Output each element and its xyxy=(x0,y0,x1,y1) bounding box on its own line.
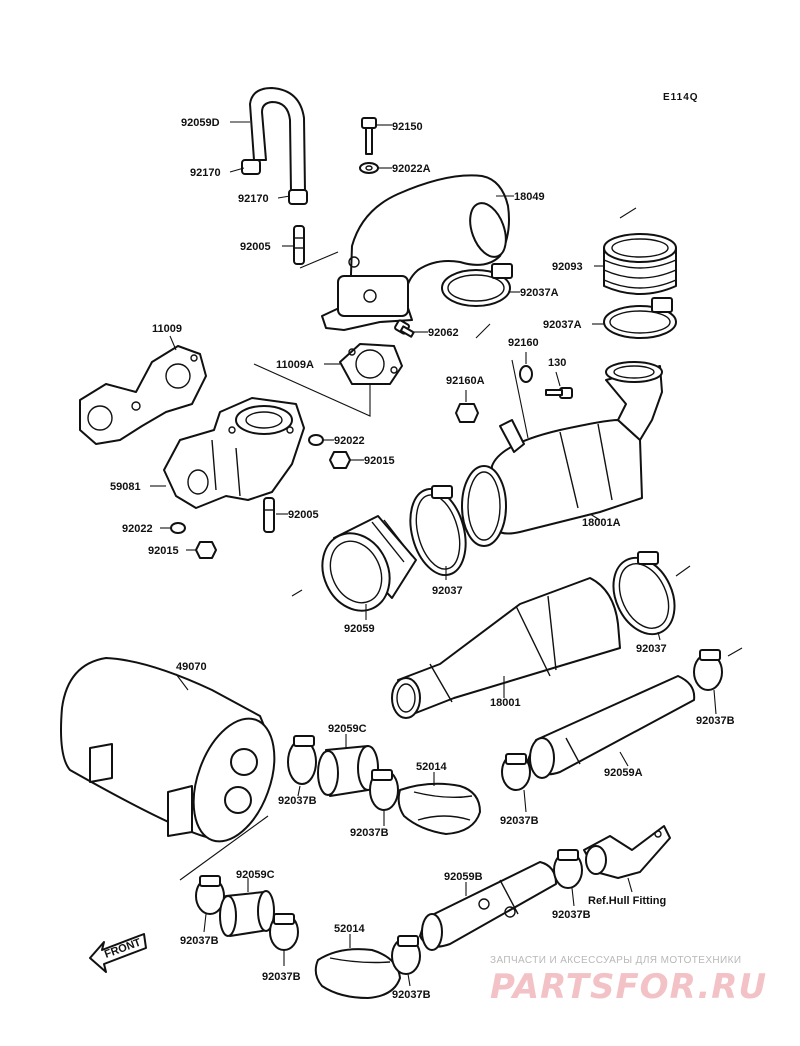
hose-92059 xyxy=(321,515,417,612)
nipple-92005-lower xyxy=(263,497,275,533)
label-49070: 49070 xyxy=(176,661,207,673)
cone-pipe-18001 xyxy=(391,577,621,719)
clamp-92037B-b xyxy=(369,769,399,811)
label-92062: 92062 xyxy=(428,327,459,339)
exhaust-manifold-59081 xyxy=(163,397,305,509)
label-92022A: 92022A xyxy=(392,163,431,175)
hose-92059C-a xyxy=(317,745,379,797)
washer-92022A xyxy=(359,162,379,174)
label-92015-b: 92015 xyxy=(148,545,179,557)
label-11009: 11009 xyxy=(152,323,182,335)
clamp-92037B-g xyxy=(391,935,421,975)
hose-92059C-b xyxy=(219,890,275,937)
label-92037B-g: 92037B xyxy=(262,971,301,983)
label-92160: 92160 xyxy=(508,337,539,349)
bolt-130 xyxy=(545,387,573,399)
hose-92059B xyxy=(419,861,557,951)
label-92037B-f: 92037B xyxy=(180,935,219,947)
clamp-92037B-a xyxy=(287,735,317,785)
label-92059D: 92059D xyxy=(181,117,220,129)
label-92150: 92150 xyxy=(392,121,423,133)
front-arrow: FRONT xyxy=(89,933,147,973)
diagram-code: E114Q xyxy=(663,92,699,103)
hose-92059A xyxy=(527,675,696,779)
bolt-92150 xyxy=(361,117,377,155)
watermark-logo: PARTSFOR.RU xyxy=(490,967,768,1007)
washer-92022-a xyxy=(308,434,324,446)
label-92037A-b: 92037A xyxy=(543,319,582,331)
clamp-92037B-f xyxy=(269,913,299,951)
label-92037B-h: 92037B xyxy=(392,989,431,1001)
label-92037B-e: 92037B xyxy=(552,909,591,921)
label-92037-a: 92037 xyxy=(432,585,463,597)
label-92160A: 92160A xyxy=(446,375,485,387)
label-18001: 18001 xyxy=(490,697,521,709)
label-92170-a: 92170 xyxy=(190,167,221,179)
clamp-92037-right xyxy=(612,551,676,636)
label-59081: 59081 xyxy=(110,481,141,493)
nut-92015-a xyxy=(329,451,351,469)
label-92059C-b: 92059C xyxy=(236,869,275,881)
hull-fitting-ref xyxy=(583,825,671,879)
nipple-92005-upper xyxy=(293,225,305,265)
label-92037B-a: 92037B xyxy=(696,715,735,727)
label-18049: 18049 xyxy=(514,191,545,203)
washer-92160 xyxy=(519,365,533,383)
label-92059A: 92059A xyxy=(604,767,643,779)
clamp-92037B-d xyxy=(693,649,723,691)
label-ref-hull-fitting: Ref.Hull Fitting xyxy=(588,895,666,907)
label-92170-b: 92170 xyxy=(238,193,269,205)
label-92037-b: 92037 xyxy=(636,643,667,655)
label-92093: 92093 xyxy=(552,261,583,273)
label-92037B-b: 92037B xyxy=(278,795,317,807)
muffler-49070 xyxy=(60,657,276,843)
bolt-92062 xyxy=(394,319,415,338)
water-hose-92059D xyxy=(241,87,308,205)
label-92037B-c: 92037B xyxy=(500,815,539,827)
gasket-11009 xyxy=(79,345,207,445)
label-92022-a: 92022 xyxy=(334,435,365,447)
label-52014-a: 52014 xyxy=(416,761,447,773)
clamp-92037B-h xyxy=(553,849,583,889)
label-11009A: 11009A xyxy=(276,359,314,371)
washer-92022-b xyxy=(170,522,186,534)
label-92059B: 92059B xyxy=(444,871,483,883)
clamp-92037A-lower xyxy=(603,297,677,339)
bellows-92093 xyxy=(603,233,677,295)
label-92015-a: 92015 xyxy=(364,455,395,467)
label-92037B-d: 92037B xyxy=(350,827,389,839)
label-92059: 92059 xyxy=(344,623,375,635)
elbow-52014-a xyxy=(397,782,481,835)
nut-92015-b xyxy=(195,541,217,559)
nut-92160A xyxy=(455,403,479,423)
label-92022-b: 92022 xyxy=(122,523,153,535)
label-92005-a: 92005 xyxy=(240,241,271,253)
expansion-chamber-18001A xyxy=(461,361,663,547)
exhaust-elbow-18049 xyxy=(321,174,510,331)
label-130: 130 xyxy=(548,357,566,369)
clamp-92037B-c xyxy=(501,753,531,791)
clamp-92037B-e xyxy=(195,875,225,915)
gasket-11009A xyxy=(339,343,403,385)
label-52014-b: 52014 xyxy=(334,923,365,935)
watermark-tagline: ЗАПЧАСТИ И АКСЕССУАРЫ ДЛЯ МОТОТЕХНИКИ xyxy=(490,955,742,966)
label-92005-b: 92005 xyxy=(288,509,319,521)
elbow-52014-b xyxy=(314,948,401,999)
clamp-92037-mid xyxy=(409,485,467,577)
label-18001A: 18001A xyxy=(582,517,621,529)
label-92037A-a: 92037A xyxy=(520,287,559,299)
clamp-92037A-upper xyxy=(441,263,513,307)
label-92059C-a: 92059C xyxy=(328,723,367,735)
